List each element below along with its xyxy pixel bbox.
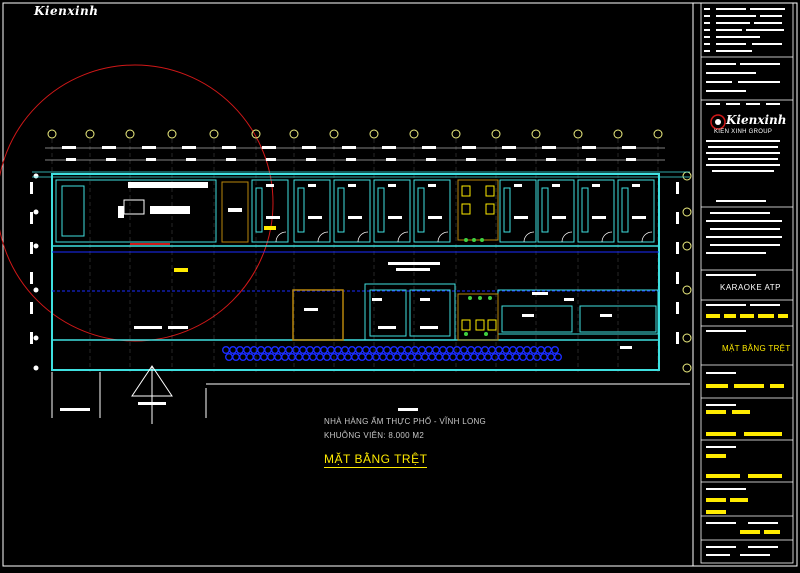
area-note: KHUÔNG VIÊN: 8.000 M2	[324, 431, 425, 440]
project-note: NHÀ HÀNG ẨM THỰC PHỐ - VĨNH LONG	[324, 417, 487, 426]
title-block-inner	[700, 2, 794, 564]
corridor-lines	[52, 251, 659, 292]
brown-room	[292, 289, 344, 341]
title-block-text-bars	[704, 8, 785, 556]
title-block-project-name: KARAOKE ATP	[720, 283, 781, 292]
room-row-upper	[251, 179, 655, 243]
title-block-yellow-bars	[706, 314, 788, 534]
plants	[464, 238, 492, 336]
title-block-logo-mark	[710, 114, 726, 130]
corridor-labels	[134, 262, 440, 329]
toilet-block-upper	[457, 179, 499, 241]
title-block-logo: Kienxinh	[726, 113, 787, 127]
title-block-sheet-name: MẶT BẰNG TRỆT	[722, 344, 791, 353]
yellow-label	[174, 268, 188, 272]
drawing-title: MẶT BẰNG TRỆT	[324, 452, 428, 468]
yellow-label-2	[264, 226, 276, 230]
reference-circle	[0, 64, 274, 342]
hedge-strip	[221, 346, 563, 362]
brand-logo: Kienxinh	[34, 4, 99, 18]
site-labels	[60, 408, 418, 411]
left-lounge	[55, 179, 249, 245]
lower-block	[364, 283, 659, 341]
title-block-group-name: KIEN XINH GROUP	[714, 129, 773, 135]
site-boundary	[51, 372, 690, 418]
grid-axes	[33, 129, 692, 373]
lower-block-labels	[304, 292, 632, 349]
north-arrow	[131, 365, 173, 424]
toilet-block-lower	[457, 293, 499, 341]
building-walls	[32, 171, 690, 371]
dimension-labels	[30, 146, 679, 344]
